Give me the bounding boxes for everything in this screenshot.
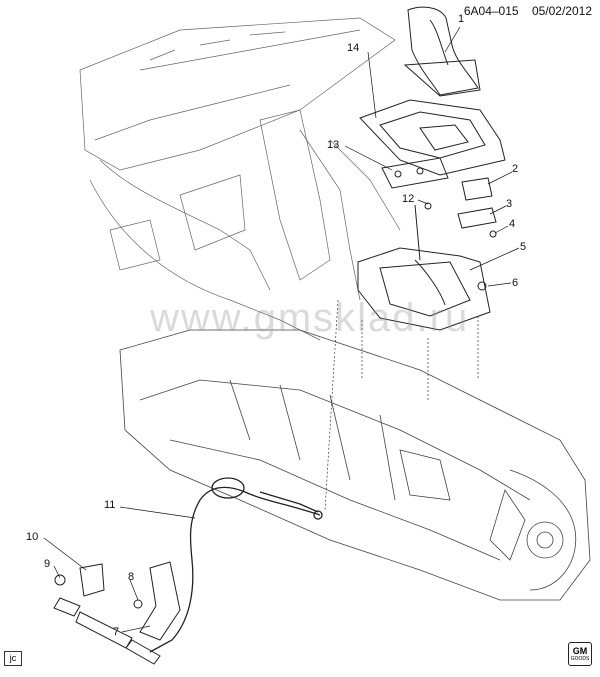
shift-cable xyxy=(149,477,323,653)
corner-tag: jc xyxy=(4,651,22,666)
callout-12: 12 xyxy=(402,193,415,205)
gm-logo-bottom: GOODS xyxy=(570,656,590,662)
callout-2: 2 xyxy=(512,163,519,175)
callout-1: 1 xyxy=(458,13,465,25)
callout-13: 13 xyxy=(327,139,340,151)
diagram-header: 6A04–015 05/02/2012 xyxy=(464,4,592,18)
transmission-housing xyxy=(119,329,591,601)
callout-7: 7 xyxy=(113,626,120,638)
switch-and-bracket xyxy=(424,177,497,238)
shifter-base xyxy=(357,204,491,331)
console-bezel xyxy=(359,99,506,176)
cable-adjuster xyxy=(53,597,161,665)
callout-8: 8 xyxy=(128,571,135,583)
callout-11: 11 xyxy=(104,499,116,511)
leader-lines xyxy=(43,26,520,633)
callout-3: 3 xyxy=(506,198,513,210)
callout-5: 5 xyxy=(520,241,527,253)
cable-bracket xyxy=(54,563,105,597)
gm-logo: GM GOODS xyxy=(568,642,592,666)
mounting-studs xyxy=(324,299,479,511)
callout-9: 9 xyxy=(44,558,51,570)
diagram-code: 6A04–015 xyxy=(463,4,519,18)
dashboard-outline xyxy=(79,17,401,341)
gm-logo-top: GM xyxy=(572,646,588,656)
diagram-date: 05/02/2012 xyxy=(531,4,592,18)
callout-10: 10 xyxy=(26,531,39,543)
shift-knob xyxy=(403,6,481,97)
callout-4: 4 xyxy=(509,218,516,230)
callout-6: 6 xyxy=(512,277,519,289)
callout-14: 14 xyxy=(347,42,360,54)
indicator-bracket xyxy=(381,157,449,189)
watermark-text: www.gmsklad.ru xyxy=(150,296,470,340)
